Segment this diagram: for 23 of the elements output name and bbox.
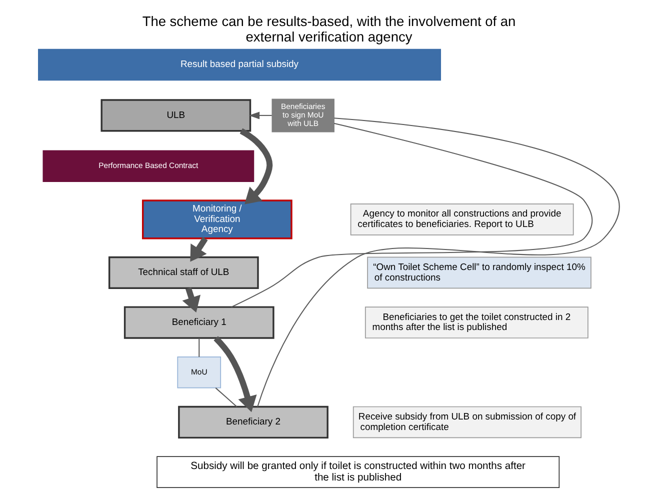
node-box: Beneficiary 1 — [123, 306, 274, 339]
diagram-title: The scheme can be results-based, with the involvement of an external verification agency — [142, 14, 516, 44]
arrow — [182, 287, 200, 313]
connector — [214, 388, 237, 408]
connector — [198, 338, 200, 357]
arrow — [213, 336, 256, 412]
caption: Subsidy will be granted only if toilet is constructed within two months after the list is published — [190, 461, 525, 484]
node-box: Result based partial subsidy — [38, 48, 440, 81]
arrow — [190, 236, 208, 262]
node-box: Beneficiaries to sign MoU with ULB — [271, 98, 334, 132]
node-box: Monitoring / Verification Agency — [141, 200, 292, 240]
node-box: Performance Based Contract — [42, 150, 254, 182]
node-box: Beneficiaries to get the toilet constructed in 2 months after the list is published — [364, 306, 588, 338]
arrow — [239, 128, 272, 204]
node-box: Agency to monitor all constructions and provide certificates to beneficiaries. Report to ULB — [350, 204, 574, 236]
node-box: Beneficiary 2 — [178, 406, 328, 439]
node-box: “Own Toilet Scheme Cell” to randomly inspect 10% of constructions — [366, 256, 591, 289]
node-box: ULB — [100, 99, 251, 132]
node-box: Technical staff of ULB — [108, 256, 258, 290]
node-box: MoU — [176, 356, 221, 388]
connector — [256, 118, 618, 407]
node-box: Receive subsidy from ULB on submission of copy of completion certificate — [352, 406, 581, 438]
arrow — [248, 112, 272, 120]
